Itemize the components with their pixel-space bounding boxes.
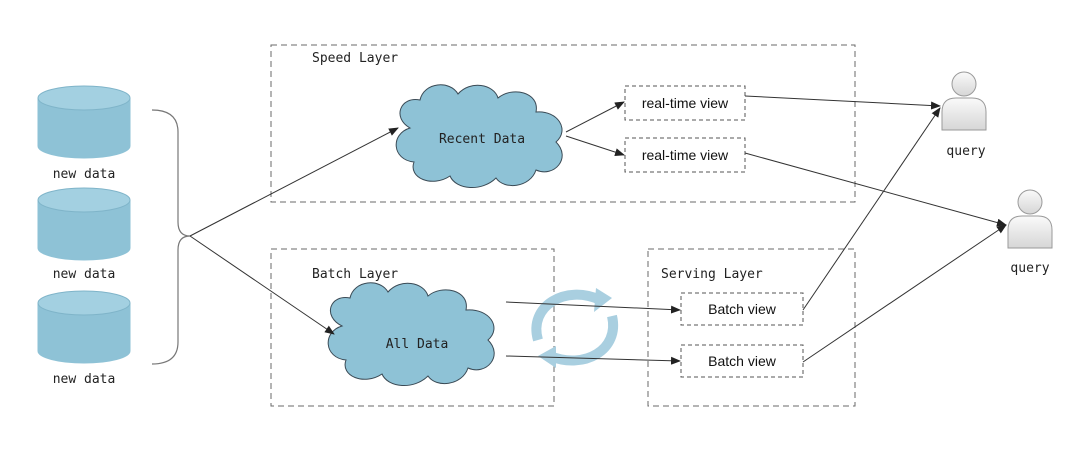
flow-arrow-to-batch xyxy=(189,235,335,335)
user-icon xyxy=(1007,189,1053,249)
flow-arrow-to-speed xyxy=(189,127,399,237)
source-brace xyxy=(151,109,191,365)
flow-arrow-recent-to-view1 xyxy=(565,101,625,133)
source-label: new data xyxy=(53,372,116,387)
all-data-cloud-icon xyxy=(327,282,495,386)
query-label: query xyxy=(1010,261,1049,276)
database-icon xyxy=(37,290,131,364)
speed-layer-title: Speed Layer xyxy=(312,51,398,66)
database-icon xyxy=(37,187,131,261)
flow-arrow-view2-to-query2 xyxy=(744,152,1007,227)
batch-view-label: Batch view xyxy=(708,353,777,369)
flow-arrow-batchview2-to-query2 xyxy=(802,224,1007,363)
flow-arrow-view1-to-query1 xyxy=(744,95,941,110)
real-time-view-label: real-time view xyxy=(642,147,729,163)
serving-layer-title: Serving Layer xyxy=(661,267,763,282)
refresh-cycle-icon xyxy=(531,288,619,368)
source-label: new data xyxy=(53,167,116,182)
batch-layer-title: Batch Layer xyxy=(312,267,398,282)
all-data-label: All Data xyxy=(386,337,449,352)
query-label: query xyxy=(946,144,985,159)
batch-layer-box xyxy=(270,248,555,407)
real-time-view-label: real-time view xyxy=(642,95,729,111)
user-icon xyxy=(941,71,987,131)
flow-arrow-all-to-batchview1 xyxy=(505,301,681,314)
real-time-view-box xyxy=(624,137,746,173)
flow-arrow-batchview1-to-query1 xyxy=(802,107,941,311)
database-icon xyxy=(37,85,131,159)
real-time-view-box xyxy=(624,85,746,121)
flow-arrow-recent-to-view2 xyxy=(565,135,625,156)
batch-view-box xyxy=(680,344,804,378)
speed-layer-box xyxy=(270,44,856,203)
recent-data-label: Recent Data xyxy=(439,132,525,147)
source-label: new data xyxy=(53,267,116,282)
batch-view-box xyxy=(680,292,804,326)
recent-data-cloud-icon xyxy=(395,84,563,188)
flow-arrow-all-to-batchview2 xyxy=(505,355,681,365)
batch-view-label: Batch view xyxy=(708,301,777,317)
